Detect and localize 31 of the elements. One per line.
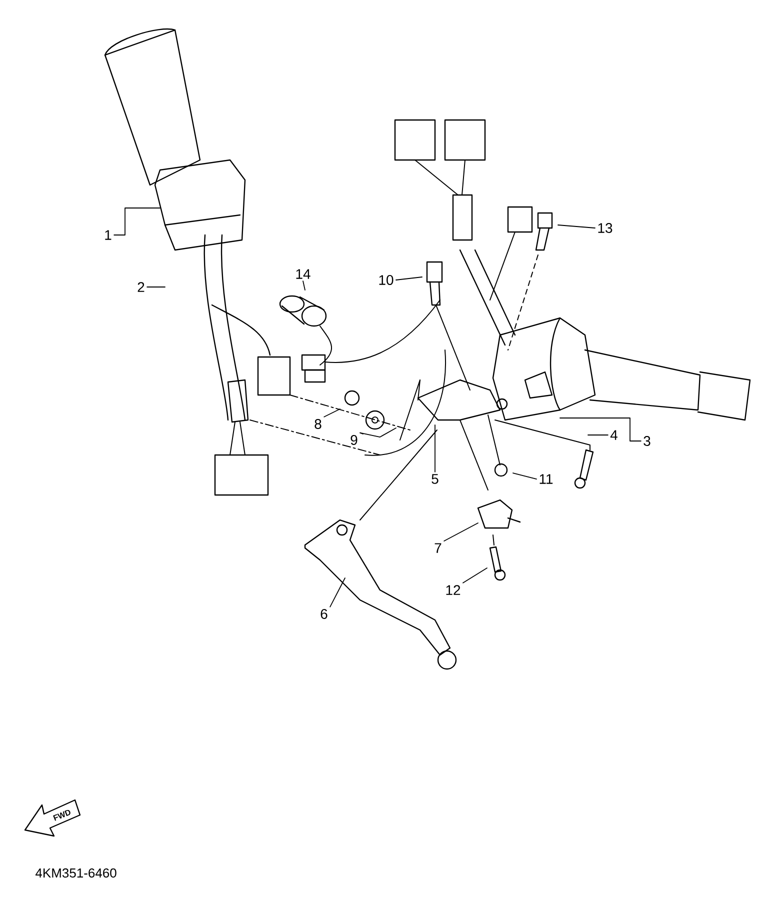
leader-line xyxy=(462,568,488,584)
callout-number: 12 xyxy=(446,585,460,595)
leader-line xyxy=(434,424,436,472)
callout-number: 6 xyxy=(320,609,328,619)
leader-line xyxy=(146,286,166,288)
leader-line xyxy=(360,428,396,438)
callout-number: 4 xyxy=(610,430,618,440)
callout-number: 8 xyxy=(314,419,322,429)
leader-line xyxy=(324,408,340,418)
callout-number: 1 xyxy=(105,230,112,240)
callout-number: 5 xyxy=(432,474,438,484)
leader-line xyxy=(114,208,160,236)
callout-number: 7 xyxy=(434,543,442,553)
leader-line xyxy=(396,276,422,280)
leader-line xyxy=(302,280,306,290)
leader-line xyxy=(330,578,346,608)
direction-text: FWD xyxy=(53,810,70,821)
callout-number: 14 xyxy=(296,269,310,279)
callout-number: 10 xyxy=(379,275,394,285)
callout-number: 3 xyxy=(644,436,650,446)
leader-line xyxy=(360,432,364,434)
callout-number: 13 xyxy=(598,223,612,233)
leader-line xyxy=(512,472,537,480)
callout-number: 2 xyxy=(138,282,144,292)
leader-line xyxy=(560,418,642,442)
callout-number: 11 xyxy=(540,474,553,484)
callout-number: 9 xyxy=(350,435,358,445)
leader-line xyxy=(558,224,596,228)
leader-line xyxy=(588,434,608,436)
leader-line xyxy=(444,522,478,542)
part-code: 4KM351-6460 xyxy=(36,868,116,878)
